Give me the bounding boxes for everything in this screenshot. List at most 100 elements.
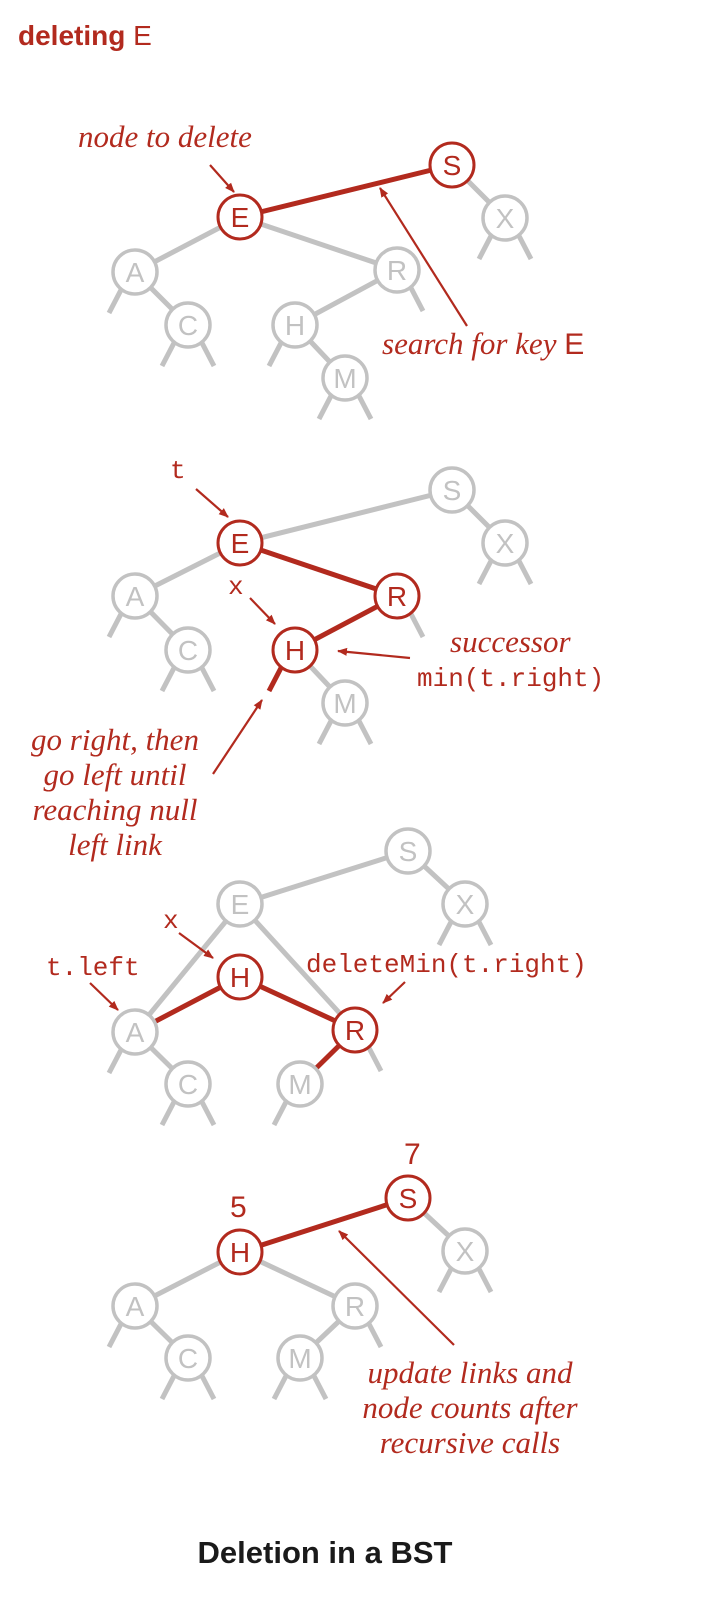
null-link xyxy=(106,610,125,639)
node-circle xyxy=(164,1334,212,1382)
null-link xyxy=(407,284,426,313)
heading-key: E xyxy=(133,20,152,51)
null-link xyxy=(316,717,335,746)
node-to-delete-label: node to delete xyxy=(78,119,252,154)
tree-link xyxy=(239,1195,409,1255)
tree-node-S: S xyxy=(384,1174,432,1222)
annotation-arrow xyxy=(338,1230,455,1346)
node-key: R xyxy=(345,1015,365,1046)
x-label-panel2: x xyxy=(228,572,244,602)
null-link xyxy=(106,1046,125,1075)
tree-node-M: M xyxy=(276,1060,324,1108)
min-t-right-label: min(t.right) xyxy=(417,664,605,694)
node-key: R xyxy=(387,255,407,286)
null-link xyxy=(476,557,495,586)
node-key: H xyxy=(230,1237,250,1268)
node-key: C xyxy=(178,310,198,341)
tree-node-X: X xyxy=(441,1227,489,1275)
null-link xyxy=(198,664,217,693)
tree-link xyxy=(239,214,398,273)
tree-node-R: R xyxy=(331,1006,379,1054)
null-link xyxy=(271,1098,290,1127)
null-link xyxy=(475,918,494,947)
tree-node-C: C xyxy=(164,301,212,349)
node-circle xyxy=(271,626,319,674)
node-circle xyxy=(321,679,369,727)
tree-node-C: C xyxy=(164,626,212,674)
node-circle xyxy=(384,827,432,875)
tree-node-S: S xyxy=(384,827,432,875)
t-left-label: t.left xyxy=(46,953,140,983)
node-key: C xyxy=(178,1343,198,1374)
search-for-key-label: search for key E xyxy=(382,326,584,362)
tree-node-R: R xyxy=(331,1282,379,1330)
tree-node-A: A xyxy=(111,1008,159,1056)
tree-link xyxy=(238,902,357,1032)
node-key: M xyxy=(333,688,356,719)
tree-node-E: E xyxy=(216,193,264,241)
tree-node-A: A xyxy=(111,572,159,620)
annotation-arrow xyxy=(379,187,468,327)
node-key: E xyxy=(231,202,250,233)
tree-node-C: C xyxy=(164,1060,212,1108)
node-key: H xyxy=(285,310,305,341)
node-circle xyxy=(164,1060,212,1108)
tree-node-E: E xyxy=(216,880,264,928)
node-key: A xyxy=(126,257,145,288)
annotation-arrows xyxy=(89,164,468,1346)
null-link xyxy=(159,1098,178,1127)
null-link xyxy=(198,1372,217,1401)
node-key: M xyxy=(288,1343,311,1374)
node-circle xyxy=(164,626,212,674)
go-right-line-4: left link xyxy=(68,827,162,862)
node-circle xyxy=(331,1282,379,1330)
null-link xyxy=(407,610,426,639)
node-key: S xyxy=(399,836,418,867)
node-key: S xyxy=(399,1183,418,1214)
null-link xyxy=(159,664,178,693)
null-link xyxy=(515,557,534,586)
figure-caption: Deletion in a BST xyxy=(197,1535,453,1570)
node-circle xyxy=(373,246,421,294)
tree-node-A: A xyxy=(111,248,159,296)
tree-node-H: H xyxy=(271,626,319,674)
go-right-line-1: go right, then xyxy=(31,722,199,757)
node-count-H: 5 xyxy=(230,1191,247,1224)
null-link xyxy=(436,1265,455,1294)
node-key: H xyxy=(285,635,305,666)
null-link xyxy=(106,1320,125,1349)
node-key: X xyxy=(496,203,515,234)
annotation-arrow xyxy=(195,488,229,518)
null-link xyxy=(355,392,374,421)
annotation-arrow xyxy=(178,932,214,959)
node-circle xyxy=(164,301,212,349)
node-circle xyxy=(216,880,264,928)
node-circle xyxy=(428,141,476,189)
tree-node-S: S xyxy=(428,466,476,514)
null-link xyxy=(310,1372,329,1401)
node-circle xyxy=(271,301,319,349)
diagram-heading: deleting E xyxy=(18,20,152,52)
node-circle xyxy=(384,1174,432,1222)
null-link xyxy=(515,232,534,261)
tree-node-M: M xyxy=(321,354,369,402)
search-key: E xyxy=(564,328,585,361)
null-link xyxy=(436,918,455,947)
node-key: S xyxy=(443,150,462,181)
search-for-key-text: search for key xyxy=(382,326,557,361)
tree-node-X: X xyxy=(481,519,529,567)
annotation-arrow xyxy=(337,647,411,660)
tree-node-S: S xyxy=(428,141,476,189)
tree-node-R: R xyxy=(373,246,421,294)
node-key: S xyxy=(443,475,462,506)
node-circle xyxy=(441,1227,489,1275)
go-right-line-2: go left until xyxy=(43,757,187,792)
node-key: R xyxy=(387,581,407,612)
go-right-line-3: reaching null xyxy=(32,792,198,827)
node-circle xyxy=(441,880,489,928)
node-key: X xyxy=(456,1236,475,1267)
successor-label: successor xyxy=(450,624,571,659)
null-link xyxy=(316,392,335,421)
